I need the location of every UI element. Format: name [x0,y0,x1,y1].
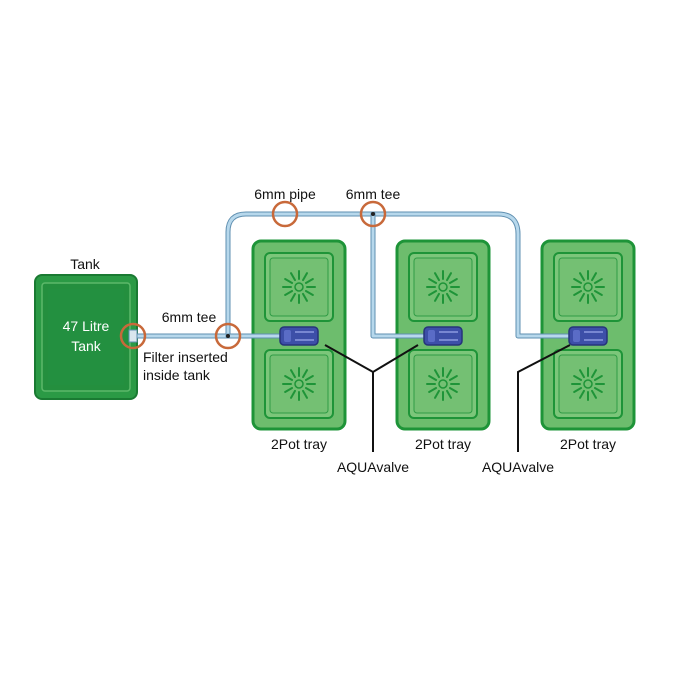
tee-joint-left [226,334,230,338]
pot-top [553,252,623,322]
label-filter-line2: inside tank [143,367,211,383]
tank-title: Tank [70,256,101,272]
tank-inner-label-line2: Tank [71,338,102,354]
pot-bottom [408,349,478,419]
pot-bottom [553,349,623,419]
label-tray-3: 2Pot tray [560,436,616,452]
pot-drainage-icon [571,367,605,401]
pot-bottom [264,349,334,419]
pot-drainage-icon [282,367,316,401]
aquavalve-2 [423,326,463,346]
label-tray-1: 2Pot tray [271,436,327,452]
label-aquavalve-1: AQUAvalve [337,459,409,475]
marker-tee-left [214,322,242,350]
tank-inner-label-line1: 47 Litre [63,318,110,334]
label-aquavalve-2: AQUAvalve [482,459,554,475]
marker-filter [119,322,147,350]
marker-tee-top [359,200,387,228]
label-6mm-pipe: 6mm pipe [254,186,316,202]
label-tray-2: 2Pot tray [415,436,471,452]
pot-top [264,252,334,322]
aquavalve-pointers [324,344,571,452]
filter-icon [128,329,138,343]
aquavalve-3 [568,326,608,346]
pot-drainage-icon [426,367,460,401]
label-6mm-tee-top: 6mm tee [346,186,401,202]
tee-joint-top [371,212,375,216]
label-filter-line1: Filter inserted [143,349,228,365]
pot-drainage-icon [282,270,316,304]
pot-drainage-icon [426,270,460,304]
aquavalve-1 [279,326,319,346]
pot-drainage-icon [571,270,605,304]
label-6mm-tee-left: 6mm tee [162,309,217,325]
marker-pipe [271,200,299,228]
pot-top [408,252,478,322]
